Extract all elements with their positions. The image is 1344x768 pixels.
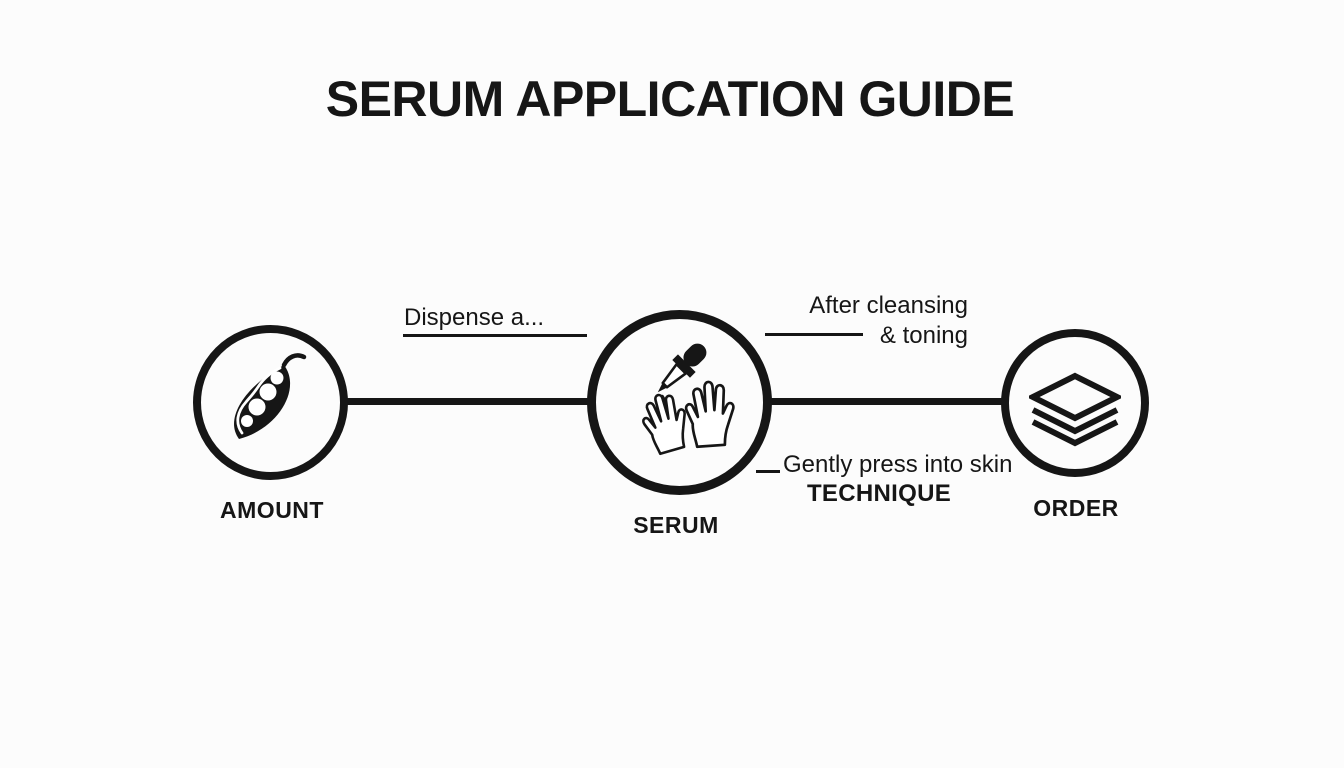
after-cleansing-line2: & toning: [879, 322, 968, 349]
dispense-underline-line: [403, 334, 587, 337]
technique-leader-line: [756, 470, 780, 473]
node-order: [1001, 329, 1149, 477]
note-gently-press: Gently press into skin: [783, 451, 1013, 478]
node-label-order: ORDER: [1033, 495, 1119, 521]
node-label-amount: AMOUNT: [220, 497, 324, 523]
note-dispense: Dispense a...: [404, 304, 545, 331]
layers-icon: [1029, 372, 1121, 447]
dropper-hands-icon: [642, 343, 735, 456]
after-cleansing-leader-line: [765, 333, 863, 336]
connector-amount-serum: [344, 398, 590, 405]
node-amount: [193, 325, 348, 480]
node-serum: [587, 310, 772, 495]
node-label-serum: SERUM: [633, 512, 719, 538]
after-cleansing-line1: After cleansing: [809, 292, 968, 319]
connector-serum-order: [768, 398, 1004, 405]
page-title: SERUM APPLICATION GUIDE: [325, 71, 1015, 127]
pea-pod-icon: [234, 353, 307, 439]
note-after-cleansing: After cleansing & toning: [770, 291, 968, 351]
note-technique-label: TECHNIQUE: [806, 480, 952, 507]
